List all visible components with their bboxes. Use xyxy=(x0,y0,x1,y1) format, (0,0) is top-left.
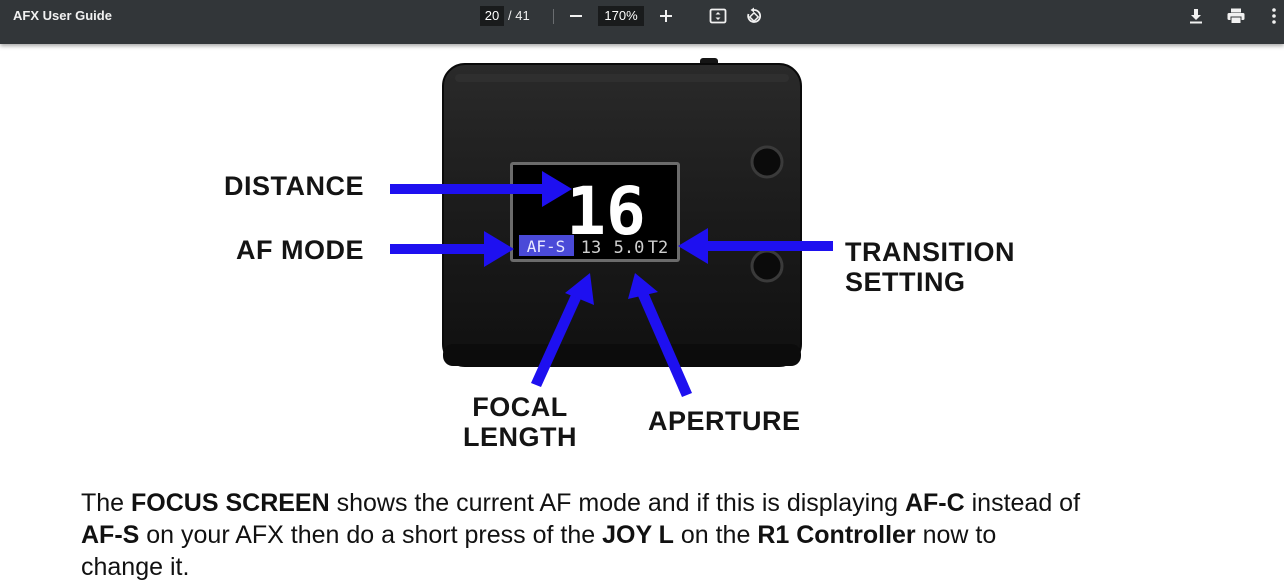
screen-aperture-value: 5.0 xyxy=(614,238,645,258)
bold-joy-l: JOY L xyxy=(602,521,674,549)
screen-af-mode: AF-S xyxy=(527,237,566,256)
bold-r1-controller: R1 Controller xyxy=(757,521,916,549)
document-title: AFX User Guide xyxy=(13,8,112,23)
toolbar-divider xyxy=(553,9,554,24)
fit-page-icon xyxy=(709,8,727,24)
text-run: shows the current AF mode and if this is… xyxy=(329,489,905,517)
paragraph-line-2: AF-S on your AFX then do a short press o… xyxy=(81,519,1191,551)
rotate-icon xyxy=(747,7,762,23)
paragraph-line-1: The FOCUS SCREEN shows the current AF mo… xyxy=(81,487,1191,519)
pdf-page: 16 AF-S 13 5.0 T2 xyxy=(0,44,1284,586)
focal-length-arrow xyxy=(531,273,594,387)
label-aperture: APERTURE xyxy=(648,406,801,436)
device-button-top xyxy=(750,145,784,179)
bold-af-c: AF-C xyxy=(904,489,965,517)
screen-focal-value: 13 xyxy=(581,238,601,258)
screen-transition-value: T2 xyxy=(648,238,668,258)
bold-af-s: AF-S xyxy=(81,521,140,549)
fit-page-button[interactable] xyxy=(706,4,730,28)
pdf-toolbar: AFX User Guide / 41 xyxy=(0,0,1284,44)
transition-arrow xyxy=(678,228,833,264)
body-paragraph: The FOCUS SCREEN shows the current AF mo… xyxy=(81,487,1191,583)
label-focal-line1: FOCAL xyxy=(472,392,568,422)
label-transition-line1: TRANSITION xyxy=(845,237,1015,267)
label-focal-length: FOCAL LENGTH xyxy=(458,392,582,452)
zoom-in-button[interactable] xyxy=(654,4,678,28)
rotate-button[interactable] xyxy=(742,4,766,28)
download-icon xyxy=(1190,9,1202,24)
label-transition-line2: SETTING xyxy=(845,267,966,297)
af-mode-arrow xyxy=(390,231,514,267)
text-run: now to xyxy=(915,521,997,549)
page-total: / 41 xyxy=(508,8,530,23)
screen-distance-value: 16 xyxy=(566,173,645,250)
more-options-button[interactable] xyxy=(1262,4,1284,28)
label-distance: DISTANCE xyxy=(224,171,365,201)
download-button[interactable] xyxy=(1184,4,1208,28)
focus-screen-figure: 16 AF-S 13 5.0 T2 xyxy=(0,44,1284,464)
bold-focus-screen: FOCUS SCREEN xyxy=(131,489,330,517)
text-run: on your AFX then do a short press of the xyxy=(139,521,603,549)
af-mode-badge xyxy=(519,235,574,256)
label-af-mode: AF MODE xyxy=(236,235,364,265)
label-transition: TRANSITION SETTING xyxy=(845,237,1015,297)
paragraph-line-3: change it. xyxy=(81,553,190,581)
distance-arrow xyxy=(390,171,572,207)
more-icon xyxy=(1272,8,1276,24)
zoom-out-button[interactable] xyxy=(564,4,588,28)
print-icon xyxy=(1227,8,1245,24)
plus-icon xyxy=(660,10,672,22)
device-illustration: 16 AF-S 13 5.0 T2 xyxy=(390,58,833,397)
text-run: The xyxy=(81,489,132,517)
aperture-arrow xyxy=(628,273,692,397)
minus-icon xyxy=(570,15,582,17)
label-focal-line2: LENGTH xyxy=(463,422,577,452)
device-button-bottom xyxy=(750,249,784,283)
text-run: on the xyxy=(673,521,758,549)
zoom-level-input[interactable] xyxy=(598,6,644,26)
print-button[interactable] xyxy=(1224,4,1248,28)
text-run: instead of xyxy=(964,489,1081,517)
page-number-input[interactable] xyxy=(480,6,504,26)
